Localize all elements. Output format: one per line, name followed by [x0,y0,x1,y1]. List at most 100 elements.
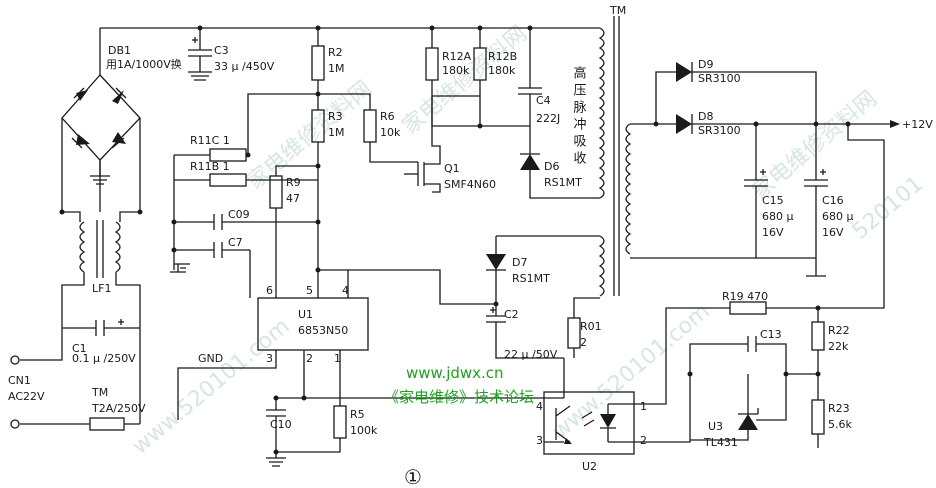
r9-wires [275,165,318,298]
label-d8: D8 [698,110,713,123]
site-url: www.jdwx.cn [406,364,504,382]
junction-dots [59,25,851,455]
label-cn1-value: AC22V [8,390,45,403]
label-r23-value: 5.6k [828,418,852,431]
c13-wires [689,343,818,375]
watermark: 家电维修资料网 [748,86,882,204]
resistor-r19 [729,301,767,315]
line-filter-lf1 [61,211,141,328]
resistor-r12b [473,47,487,81]
label-d8-part: SR3100 [698,124,741,137]
label-r01-value: 2 [580,336,587,349]
label-r6-value: 10k [380,126,401,139]
label-d9-part: SR3100 [698,72,741,85]
label-d6-part: RS1MT [544,176,582,189]
label-12v-output: +12V [902,118,933,131]
transformer-tm [598,16,632,297]
resistor-r6 [363,109,377,143]
r6-wire [369,142,418,163]
label-c3-value: 33 μ /450V [214,60,275,73]
u1-bottom-wires [177,350,564,420]
label-c4: C4 [536,94,551,107]
label-u1-part: 6853N50 [298,324,348,337]
fuse-tm [20,417,140,431]
label-c09: C09 [228,208,250,221]
label-c4-value: 222J [536,112,560,125]
resistor-r12a [425,47,439,81]
optocoupler-u2 [543,391,635,455]
secondary-wires [630,71,676,125]
resistor-r11b [209,173,247,187]
resistor-r5 [333,405,347,439]
figure-number: ① [404,465,422,488]
capacitor-c3 [188,28,212,81]
primary-section [170,16,632,467]
label-d7: D7 [512,256,527,269]
mosfet-q1 [404,95,480,193]
label-c13: C13 [760,328,782,341]
label-fuse: TM [91,386,108,399]
u1-top-wires [249,250,496,305]
label-u2: U2 [582,460,597,473]
label-c2: C2 [504,308,519,321]
resistor-r2 [311,45,325,81]
diode-d7 [486,235,600,316]
label-lf1: LF1 [92,282,111,295]
bridge-rectifier-db1 [61,74,141,161]
r01-wire [573,297,600,358]
label-u1-pin: 1 [334,352,341,365]
label-c7: C7 [228,236,243,249]
label-r9: R9 [286,176,301,189]
label-u1-pin: 3 [266,352,273,365]
c16-polarity [820,169,826,175]
label-r5-value: 100k [350,424,378,437]
label-c16-voltage: 16V [822,226,844,239]
label-d6: D6 [544,160,559,173]
resistor-r01 [567,317,581,349]
label-u2-pin: 4 [536,400,543,413]
label-q1-part: SMF4N60 [444,178,496,191]
label-u3: U3 [708,420,723,433]
label-u3-part: TL431 [703,436,738,449]
label-q1: Q1 [444,162,460,175]
ground-symbol [90,160,110,185]
forum-name: 《家电维修》技术论坛 [384,388,534,406]
resistor-r22 [811,321,825,351]
label-r6: R6 [380,110,395,123]
ground-symbol [170,263,190,273]
label-c10: C10 [270,418,292,431]
ac-terminal [10,419,20,429]
label-u2-pin: 1 [640,400,647,413]
label-u1: U1 [298,308,313,321]
ic-u1 [257,297,369,351]
u2-light-arrows [581,411,595,427]
r5-wire [276,438,341,453]
label-u1-pin: 6 [266,284,273,297]
label-r22: R22 [828,324,850,337]
label-hv-absorb: 高压脉冲吸收 [571,65,587,168]
label-gnd: GND [198,352,223,365]
diode-d8 [676,114,900,134]
label-c1: C1 [72,342,87,355]
watermark: 家电维修资料网 [398,21,532,139]
label-fuse-value: T2A/250V [91,402,146,415]
feedback-wires [634,124,885,405]
label-db1: DB1 [108,44,131,57]
capacitor-c4 [518,87,542,154]
label-cn1: CN1 [8,374,31,387]
label-r5: R5 [350,408,365,421]
label-u1-pin: 2 [306,352,313,365]
label-r12b-value: 180k [488,64,516,77]
label-r22-value: 22k [828,340,849,353]
label-r11b: R11B 1 [190,160,230,173]
u2-wires [544,358,565,443]
label-c16-capacitance: 680 μ [822,210,854,223]
ac-terminal [10,355,20,365]
diode-d9 [676,62,817,124]
label-c3: C3 [214,44,229,57]
capacitor-c2 [486,315,564,359]
label-u2-pin: 2 [640,434,647,447]
component-labels: DB1 用1A/1000V换 C3 33 μ /450V R2 1M R3 1M… [8,4,933,488]
u2-led [600,403,634,443]
label-r3: R3 [328,110,343,123]
